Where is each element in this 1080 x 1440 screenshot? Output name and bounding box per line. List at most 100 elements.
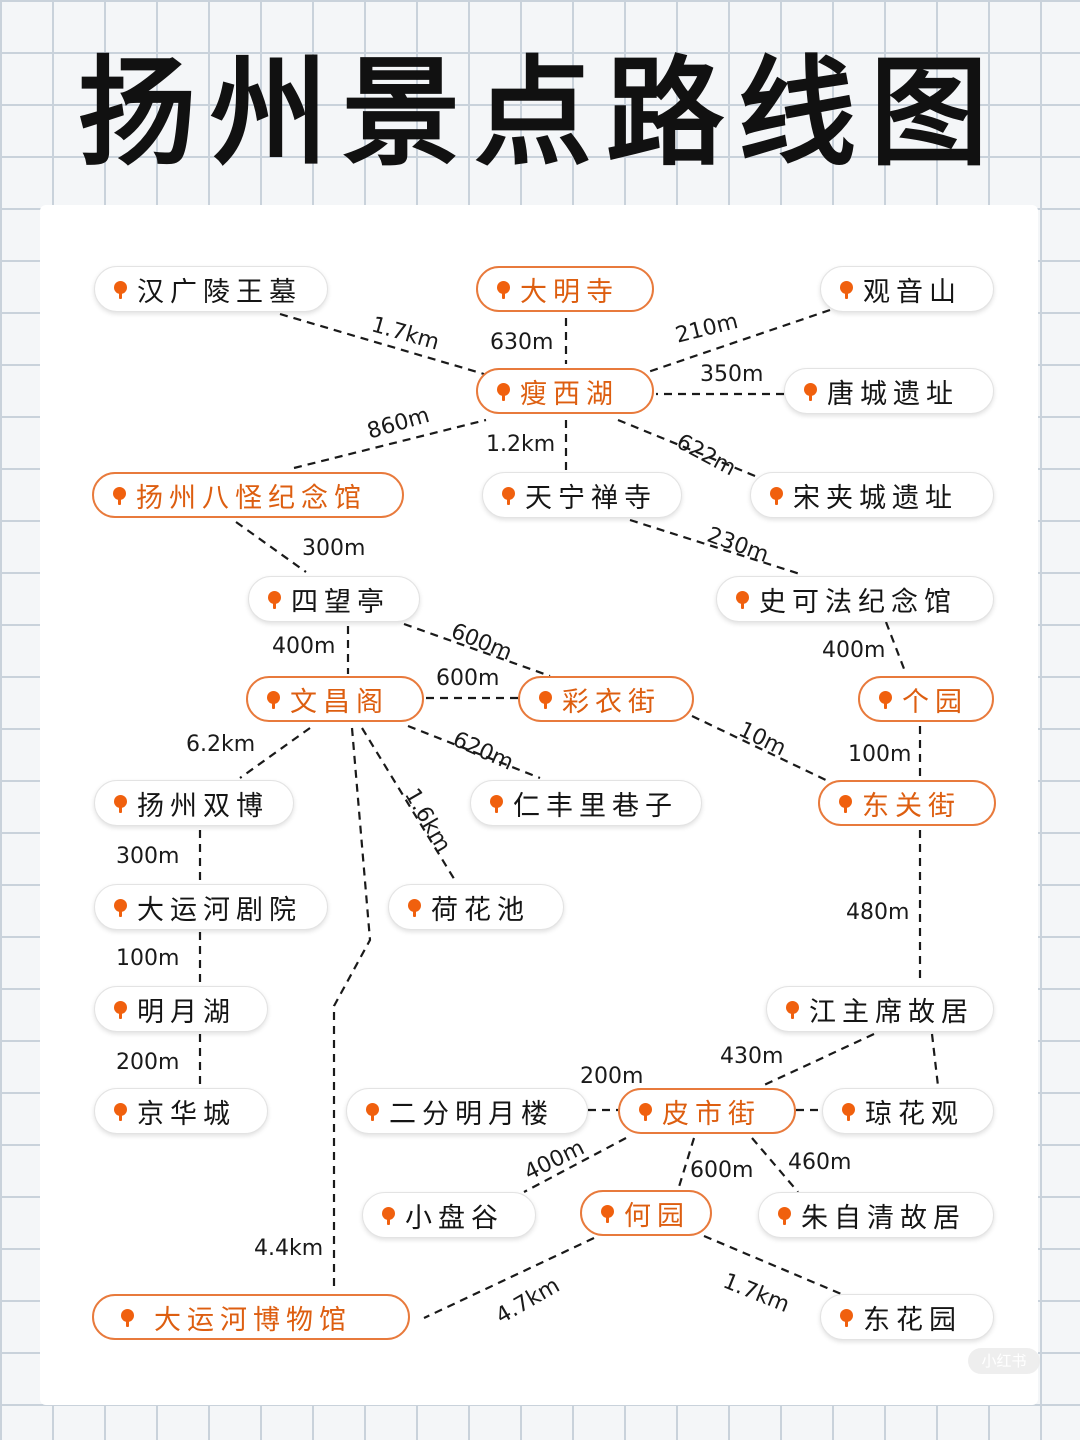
watermark-logo: 小红书: [968, 1348, 1040, 1374]
location-pin-icon: [777, 1207, 793, 1225]
spot-jiangzhuxi[interactable]: 江主席故居: [766, 986, 994, 1032]
route-tianning-shikefa: [629, 518, 801, 576]
spot-label: 大运河剧院: [137, 894, 302, 926]
spot-tianning[interactable]: 天宁禅寺: [482, 472, 682, 518]
spot-tangcheng[interactable]: 唐城遗址: [784, 368, 994, 414]
route-pishijie-xiaopangu: [523, 1137, 627, 1193]
spot-label: 扬州双博: [137, 790, 269, 822]
location-pin-icon: [841, 1103, 857, 1121]
location-pin-icon: [113, 899, 129, 917]
spot-label: 个园: [902, 686, 968, 718]
spot-donghuayuan[interactable]: 东花园: [820, 1294, 994, 1340]
distance-label: 400m: [822, 638, 886, 663]
spot-label: 彩衣街: [562, 686, 661, 718]
distance-label: 430m: [720, 1044, 784, 1069]
route-shouxihu-songjiacheng: [617, 418, 761, 480]
spot-shuangbo[interactable]: 扬州双博: [94, 780, 294, 826]
route-wenchangge-hehuachi: [361, 727, 457, 883]
route-jiangzhuxi-qionghuaguan: [930, 1033, 940, 1087]
spot-jinghuacheng[interactable]: 京华城: [94, 1088, 268, 1134]
location-pin-icon: [365, 1103, 381, 1121]
location-pin-icon: [266, 691, 282, 709]
location-pin-icon: [113, 281, 129, 299]
spot-mingyuehu[interactable]: 明月湖: [94, 986, 268, 1032]
location-pin-icon: [803, 383, 819, 401]
spot-label: 小盘谷: [405, 1202, 504, 1234]
spot-label: 二分明月楼: [389, 1098, 554, 1130]
location-pin-icon: [735, 591, 751, 609]
spot-qionghuaguan[interactable]: 琼花观: [822, 1088, 994, 1134]
spot-bowuguan[interactable]: 大运河博物馆: [92, 1294, 410, 1340]
spot-geyuan[interactable]: 个园: [858, 676, 994, 722]
distance-label: 6.2km: [186, 732, 256, 757]
route-hanguangling-shouxihu: [279, 312, 485, 376]
route-caiyijie-dongguanjie: [691, 715, 831, 783]
spot-label: 仁丰里巷子: [513, 790, 678, 822]
location-pin-icon: [878, 691, 894, 709]
spot-juyuan[interactable]: 大运河剧院: [94, 884, 328, 930]
spot-label: 明月湖: [137, 996, 236, 1028]
spot-label: 四望亭: [291, 586, 390, 618]
route-bagua-shouxihu: [293, 418, 487, 470]
route-wenchangge-renfengli: [407, 724, 541, 780]
location-pin-icon: [112, 487, 128, 505]
route-heyuan-donghuayuan: [703, 1234, 847, 1298]
spot-songjiacheng[interactable]: 宋夹城遗址: [750, 472, 994, 518]
spot-dongguanjie[interactable]: 东关街: [818, 780, 996, 826]
location-pin-icon: [501, 487, 517, 505]
route-pishijie-heyuan: [676, 1137, 696, 1191]
spot-siwangting[interactable]: 四望亭: [248, 576, 420, 622]
spot-label: 观音山: [863, 276, 962, 308]
route-pishijie-zhuziqing: [751, 1137, 799, 1193]
location-pin-icon: [120, 1309, 136, 1327]
distance-label: 480m: [846, 900, 910, 925]
route-jiangzhuxi-pishijie: [761, 1033, 875, 1087]
location-pin-icon: [113, 795, 129, 813]
spot-hehuachi[interactable]: 荷花池: [388, 884, 564, 930]
spot-label: 汉广陵王墓: [137, 276, 302, 308]
location-pin-icon: [267, 591, 283, 609]
distance-label: 300m: [116, 844, 180, 869]
distance-label: 600m: [436, 666, 500, 691]
distance-label: 400m: [272, 634, 336, 659]
spot-label: 文昌阁: [290, 686, 389, 718]
spot-guanyinshan[interactable]: 观音山: [820, 266, 994, 312]
spot-renfengli[interactable]: 仁丰里巷子: [470, 780, 702, 826]
distance-label: 200m: [116, 1050, 180, 1075]
route-shikefa-geyuan: [884, 621, 908, 675]
spot-label: 东花园: [863, 1304, 962, 1336]
page-title: 扬州景点路线图: [77, 44, 1002, 182]
location-pin-icon: [600, 1205, 616, 1223]
spot-label: 东关街: [862, 790, 961, 822]
spot-hanguangling[interactable]: 汉广陵王墓: [94, 266, 328, 312]
spot-pishijie[interactable]: 皮市街: [618, 1088, 796, 1134]
spot-label: 大明寺: [520, 276, 619, 308]
route-bagua-siwangting: [235, 521, 307, 573]
spot-heyuan[interactable]: 何园: [580, 1190, 712, 1236]
route-guanyinshan-shouxihu: [647, 308, 831, 374]
location-pin-icon: [638, 1103, 654, 1121]
spot-zhuziqing[interactable]: 朱自清故居: [758, 1192, 994, 1238]
spot-shikefa[interactable]: 史可法纪念馆: [716, 576, 994, 622]
location-pin-icon: [496, 383, 512, 401]
spot-label: 皮市街: [662, 1098, 761, 1130]
location-pin-icon: [113, 1103, 129, 1121]
location-pin-icon: [839, 281, 855, 299]
location-pin-icon: [496, 281, 512, 299]
spot-label: 江主席故居: [809, 996, 974, 1028]
route-wenchangge-shuangbo: [239, 727, 311, 779]
distance-label: 460m: [788, 1150, 852, 1175]
spot-shouxihu[interactable]: 瘦西湖: [476, 368, 654, 414]
spot-damingsi[interactable]: 大明寺: [476, 266, 654, 312]
spot-label: 唐城遗址: [827, 378, 959, 410]
spot-label: 史可法纪念馆: [759, 586, 957, 618]
spot-label: 天宁禅寺: [525, 482, 657, 514]
distance-label: 630m: [490, 330, 554, 355]
spot-xiaopangu[interactable]: 小盘谷: [362, 1192, 536, 1238]
spot-wenchangge[interactable]: 文昌阁: [246, 676, 424, 722]
location-pin-icon: [538, 691, 554, 709]
spot-bagua[interactable]: 扬州八怪纪念馆: [92, 472, 404, 518]
spot-label: 京华城: [137, 1098, 236, 1130]
spot-erfen[interactable]: 二分明月楼: [346, 1088, 588, 1134]
spot-caiyijie[interactable]: 彩衣街: [518, 676, 694, 722]
